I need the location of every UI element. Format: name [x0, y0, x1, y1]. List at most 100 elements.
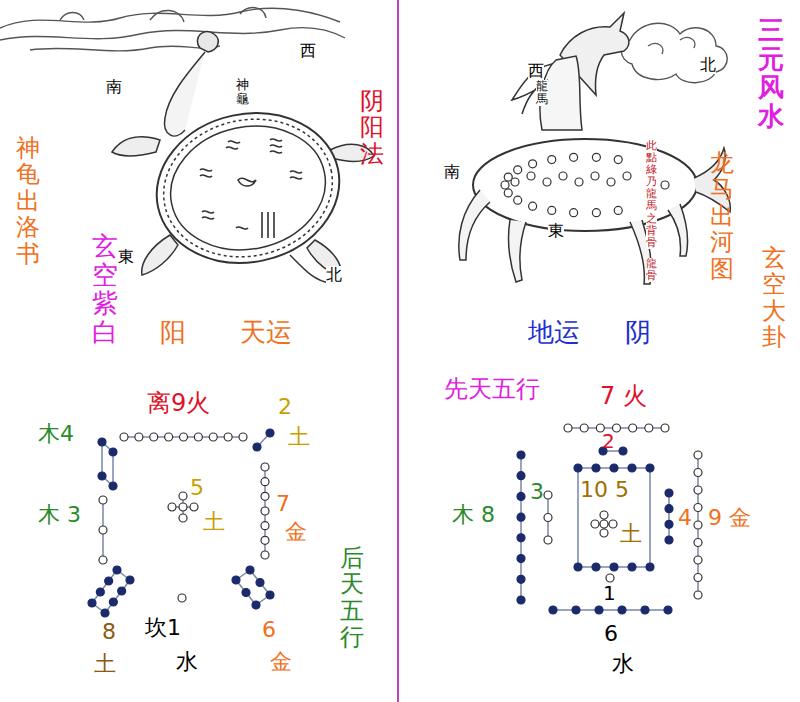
- number-dot: [256, 579, 264, 587]
- number-dot: [511, 178, 519, 186]
- number-dot: [517, 534, 525, 542]
- number-dot: [694, 486, 702, 494]
- number-dot: [606, 574, 614, 582]
- label: 龙马出河图: [710, 150, 734, 282]
- label: 7: [276, 492, 290, 516]
- number-dot: [665, 536, 673, 544]
- number-dot: [694, 469, 702, 477]
- label: 木 8: [452, 503, 495, 527]
- number-dot: [261, 478, 269, 486]
- number-dot: [180, 433, 188, 441]
- label: 玄空紫白: [92, 232, 118, 346]
- label: 天运: [240, 318, 292, 347]
- cloud: [0, 8, 345, 51]
- number-dot: [664, 606, 672, 614]
- number-dot: [575, 178, 583, 186]
- label: 北: [700, 56, 716, 74]
- label: 后天五行: [340, 545, 364, 651]
- label: 神龜: [236, 78, 249, 107]
- number-dot: [559, 172, 567, 180]
- number-dot: [224, 433, 232, 441]
- number-dot: [572, 606, 580, 614]
- label: 2: [602, 430, 615, 452]
- label: 先天五行: [444, 376, 540, 402]
- dot-link: [577, 468, 579, 567]
- divider: [397, 0, 399, 702]
- label: 10 5: [580, 478, 629, 502]
- number-dot: [609, 520, 617, 528]
- dot-link: [101, 442, 103, 476]
- number-dot: [98, 472, 106, 480]
- number-dot: [113, 566, 121, 574]
- number-dot: [99, 496, 107, 504]
- number-dot: [570, 209, 578, 217]
- label: 南: [444, 163, 460, 181]
- number-dot: [591, 172, 599, 180]
- number-dot: [118, 587, 126, 595]
- number-dot: [610, 563, 618, 571]
- dragon-horse: [459, 13, 730, 284]
- number-dot: [135, 433, 143, 441]
- number-dot: [614, 156, 622, 164]
- label: 1: [603, 582, 616, 604]
- number-dot: [614, 206, 622, 214]
- label: 東: [548, 222, 564, 240]
- turtle: [112, 31, 374, 283]
- label: 龍骨: [646, 258, 657, 282]
- number-dot: [239, 433, 247, 441]
- label: 3: [530, 480, 544, 504]
- label: 6: [604, 622, 618, 646]
- number-dots: [88, 424, 702, 617]
- number-dot: [126, 576, 134, 584]
- number-dot: [261, 522, 269, 530]
- title: 三元风水: [758, 16, 784, 130]
- cloud: [621, 23, 727, 82]
- label: 水: [612, 652, 634, 676]
- number-dot: [618, 606, 626, 614]
- number-dot: [99, 556, 107, 564]
- number-dot: [194, 433, 202, 441]
- number-dot: [564, 424, 572, 432]
- number-dot: [88, 599, 96, 607]
- number-dot: [548, 206, 556, 214]
- label: 此點綠乃龍馬之背骨: [646, 140, 657, 249]
- number-dot: [570, 153, 578, 161]
- number-dot: [661, 181, 669, 189]
- number-dot: [645, 424, 653, 432]
- number-dot: [178, 594, 186, 602]
- number-dot: [99, 526, 107, 534]
- dot-link: [649, 468, 651, 567]
- number-dot: [600, 520, 608, 528]
- number-dot: [694, 556, 702, 564]
- number-dot: [209, 433, 217, 441]
- number-dot: [514, 196, 522, 204]
- label: 木 3: [38, 503, 81, 527]
- number-dot: [109, 598, 117, 606]
- number-dot: [580, 424, 588, 432]
- label: 玄空大卦: [762, 245, 786, 351]
- number-dot: [694, 504, 702, 512]
- number-dot: [517, 492, 525, 500]
- number-dot: [646, 464, 654, 472]
- number-dot: [592, 464, 600, 472]
- number-dot: [242, 589, 250, 597]
- number-dot: [98, 438, 106, 446]
- label: 西: [528, 62, 544, 80]
- number-dot: [694, 574, 702, 582]
- number-dot: [261, 507, 269, 515]
- label: 地运: [528, 318, 580, 347]
- number-dot: [96, 588, 104, 596]
- number-dot: [504, 189, 512, 197]
- number-dot: [543, 178, 551, 186]
- number-dot: [694, 539, 702, 547]
- dot-link: [236, 580, 256, 605]
- number-dot: [665, 520, 673, 528]
- number-dot: [501, 181, 509, 189]
- dot-link: [112, 452, 114, 486]
- label: 8: [102, 620, 116, 644]
- dot-link: [668, 493, 670, 540]
- number-dot: [665, 505, 673, 513]
- label: 5: [190, 476, 204, 500]
- number-dot: [549, 606, 557, 614]
